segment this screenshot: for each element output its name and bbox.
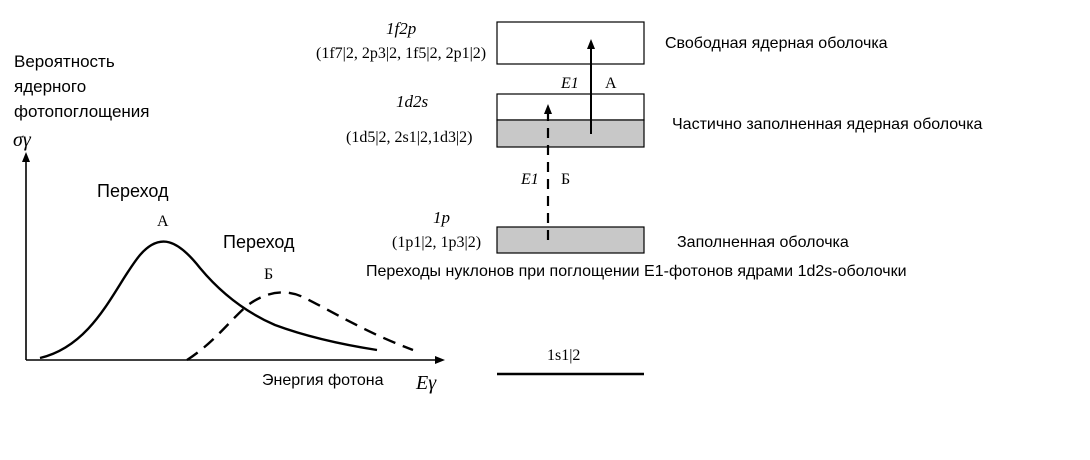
transition-a-type: E1 <box>560 75 579 92</box>
level-bottom-config: (1p1|2, 1p3|2) <box>392 234 481 251</box>
curve-a-heading: Переход <box>97 181 169 201</box>
level-middle-config: (1d5|2, 2s1|2,1d3|2) <box>346 129 473 146</box>
level-middle-name: 1d2s <box>396 92 429 111</box>
curve-transition-a <box>39 240 378 360</box>
shell-level-scheme: 1f2p (1f7|2, 2p3|2, 1f5|2, 2p1|2) Свобод… <box>316 19 983 376</box>
y-axis-label-line1: Вероятность <box>14 52 115 71</box>
cross-section-graph: Вероятность ядерного фотопоглощения σγ Э… <box>13 52 445 394</box>
curve-b-letter: Б <box>264 266 273 283</box>
level-bottom-description: Заполненная оболочка <box>677 234 849 251</box>
y-axis-label-line2: ядерного <box>14 77 86 96</box>
scheme-caption: Переходы нуклонов при поглощении Е1-фото… <box>366 263 907 280</box>
transition-b-letter: Б <box>561 171 570 188</box>
curve-transition-b <box>186 291 414 362</box>
level-top-box <box>496 21 645 65</box>
level-bottom-name: 1p <box>433 208 450 227</box>
x-axis-symbol: Eγ <box>415 372 437 394</box>
level-top-name: 1f2p <box>386 19 416 38</box>
y-axis-label-line3: фотопоглощения <box>14 102 150 121</box>
level-top-description: Свободная ядерная оболочка <box>665 35 888 52</box>
transition-a-letter: А <box>605 75 617 92</box>
level-lowest-name: 1s1|2 <box>547 347 580 364</box>
curve-b-heading: Переход <box>223 232 295 252</box>
level-top-config: (1f7|2, 2p3|2, 1f5|2, 2p1|2) <box>316 45 486 62</box>
level-bottom-box <box>496 226 645 254</box>
x-axis-label: Энергия фотона <box>262 372 384 389</box>
level-middle-empty-part <box>496 93 645 121</box>
curve-a-letter: А <box>157 213 169 230</box>
y-axis-symbol: σγ <box>13 129 32 151</box>
level-middle-filled-part <box>496 119 645 148</box>
level-middle-description: Частично заполненная ядерная оболочка <box>672 116 983 133</box>
transition-b-type: E1 <box>520 171 539 188</box>
